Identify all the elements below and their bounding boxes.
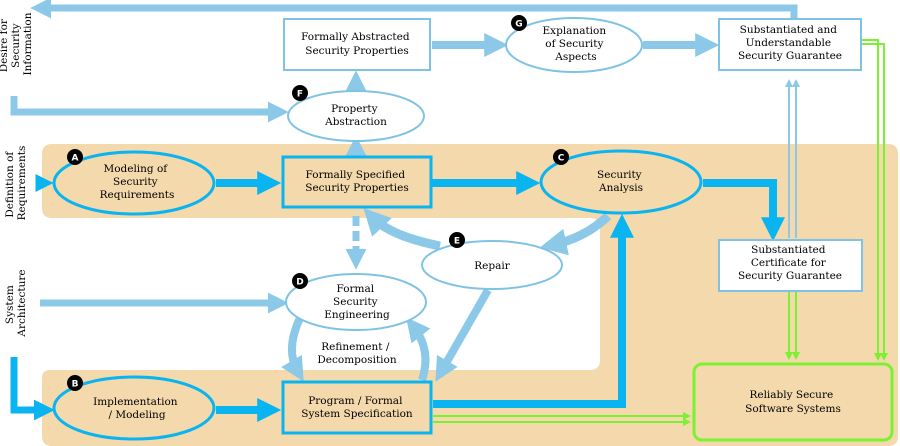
side-label-architecture: System Architecture	[4, 269, 28, 337]
arrow-program-to-engineering	[406, 317, 431, 382]
badge-g: G	[511, 15, 527, 31]
side-label-definition: Definition of Requirements	[4, 146, 28, 221]
arrow-guarantee-to-desire	[30, 0, 798, 19]
arrow-engineering-to-program	[281, 316, 304, 382]
arrow-architecture-to-implementation	[10, 357, 55, 421]
arrow-repair-to-specified	[363, 207, 441, 251]
node-modeling-ellipse	[52, 150, 216, 216]
node-specified-box	[281, 155, 433, 209]
node-implementation-ellipse	[52, 375, 216, 441]
arrow-repair-to-program	[435, 288, 492, 382]
label-security-analysis: Security Analysis	[597, 169, 645, 194]
badge-d: D	[292, 273, 308, 289]
node-repair-ellipse	[421, 240, 563, 290]
label-formally-specified: Formally Specified Security Properties	[305, 169, 408, 194]
node-property-abstraction-ellipse	[287, 90, 425, 142]
label-substantiated-guarantee: Substantiated and Understandable Securit…	[738, 24, 842, 62]
label-program-spec: Program / Formal System Specification	[301, 395, 413, 420]
side-label-desire: Desire for Security Information	[0, 12, 34, 75]
arrow-program-to-analysis	[433, 213, 634, 408]
label-property-abstraction: Property Abstraction	[324, 103, 387, 128]
requirements-band	[42, 144, 898, 446]
green-guarantee-to-reliable-b	[862, 43, 888, 361]
arrow-analysis-to-repair	[539, 212, 612, 256]
arrow-analysis-to-certificate	[703, 179, 785, 242]
node-guarantee-box	[718, 18, 862, 71]
node-analysis-ellipse	[539, 149, 703, 215]
node-program-box	[281, 380, 433, 435]
svg-text:A: A	[72, 154, 79, 164]
svg-text:B: B	[72, 380, 79, 390]
node-reliably-secure-box	[692, 362, 894, 442]
label-explanation: Explanation of Security Aspects	[543, 25, 610, 63]
badge-a: A	[67, 149, 83, 165]
node-formally-abstracted-box	[283, 18, 431, 71]
svg-text:C: C	[558, 154, 565, 164]
label-refinement: Refinement / Decomposition	[317, 341, 396, 366]
badge-b: B	[67, 375, 83, 391]
label-formally-abstracted: Formally Abstracted Security Properties	[301, 31, 413, 57]
arrow-desire-to-property-abstraction	[10, 96, 289, 123]
badge-c: C	[553, 149, 569, 165]
label-implementation: Implementation / Modeling	[93, 396, 181, 421]
label-substantiated-certificate: Substantiated Certificate for Security G…	[738, 244, 842, 282]
label-formal-security-engineering: Formal Security Engineering	[324, 283, 390, 321]
node-certificate-box	[718, 239, 863, 292]
svg-text:E: E	[454, 237, 460, 247]
svg-text:F: F	[297, 90, 303, 100]
node-engineering-ellipse	[285, 273, 427, 331]
green-guarantee-to-reliable-a	[862, 39, 882, 361]
node-explanation-ellipse	[505, 17, 643, 73]
label-repair: Repair	[474, 260, 510, 272]
svg-text:G: G	[515, 20, 522, 30]
svg-text:D: D	[296, 278, 303, 288]
label-modeling-requirements: Modeling of Security Requirements	[100, 163, 175, 201]
badge-f: F	[292, 85, 308, 101]
label-reliably-secure: Reliably Secure Software Systems	[745, 389, 841, 415]
badge-e: E	[449, 232, 465, 248]
